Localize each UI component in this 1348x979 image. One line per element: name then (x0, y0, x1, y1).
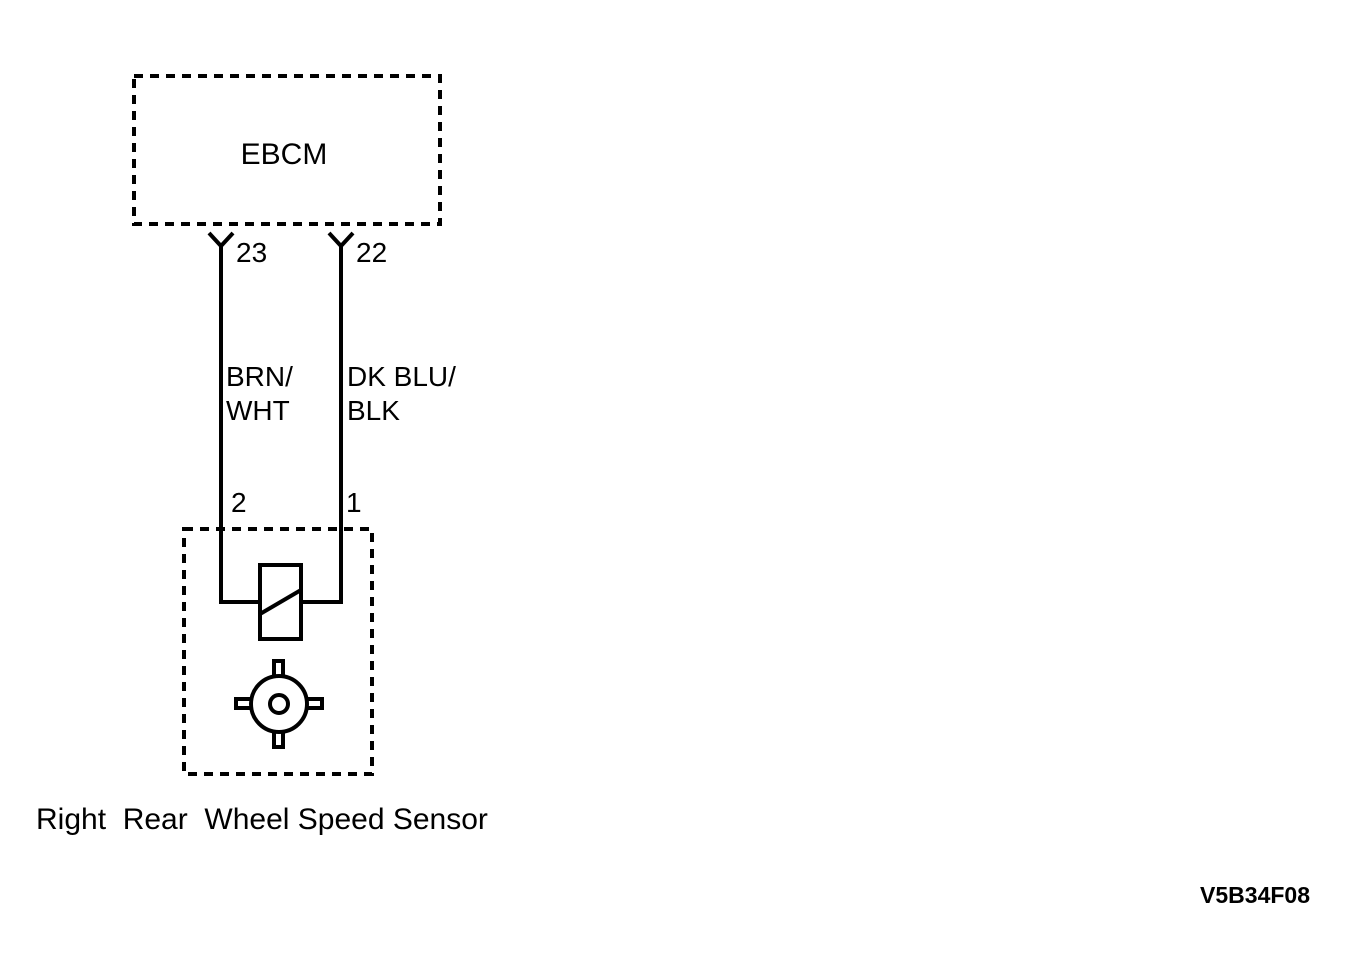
wire-color-label-right-line1: DK BLU/ (347, 361, 456, 392)
tone-wheel-icon (234, 659, 324, 749)
pin-22-label: 22 (356, 237, 387, 268)
wire-brn-wht (219, 246, 260, 604)
wire-dk-blu-blk (301, 246, 343, 604)
wire-color-label-left-line1: BRN/ (226, 361, 293, 392)
connector-pin-22-symbol (327, 231, 355, 249)
ebcm-module-box (132, 74, 442, 226)
connector-pin-23-symbol (207, 231, 235, 249)
wire-color-label-right-line2: BLK (347, 395, 400, 426)
wire-color-label-left-line2: WHT (226, 395, 290, 426)
ebcm-label: EBCM (241, 138, 328, 171)
sensor-coil-icon (258, 563, 303, 641)
sensor-component-box (182, 527, 374, 776)
pin-23-label: 23 (236, 237, 267, 268)
figure-id: V5B34F08 (1200, 882, 1310, 908)
sensor-pin-2-label: 2 (231, 487, 247, 518)
sensor-pin-1-label: 1 (346, 487, 362, 518)
component-label: Right Rear Wheel Speed Sensor (36, 803, 488, 836)
